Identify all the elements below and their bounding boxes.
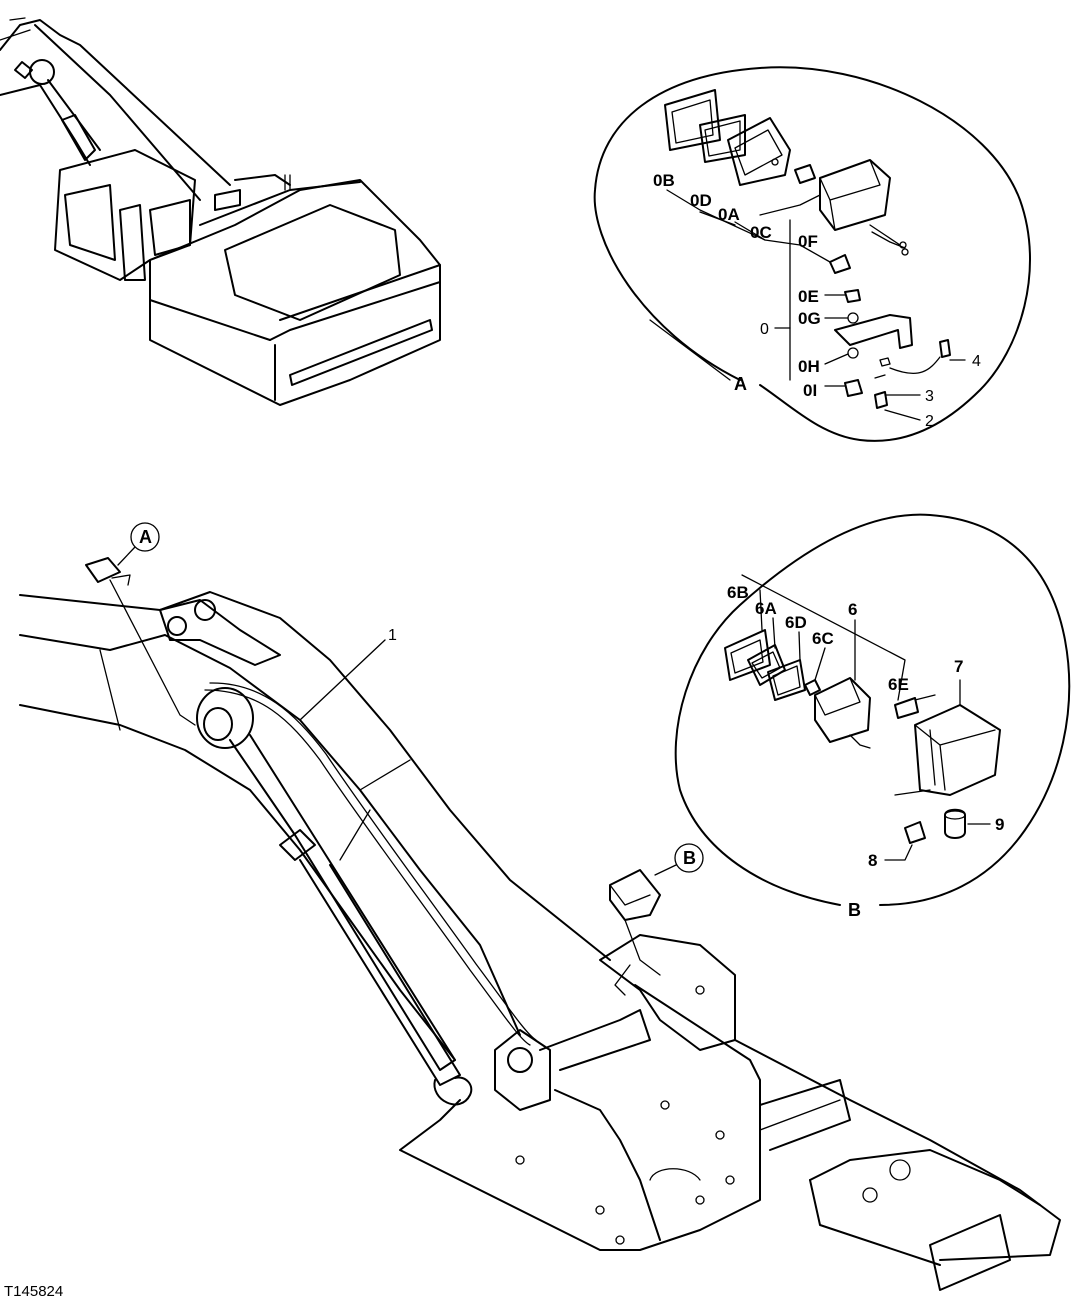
callout-b-letter: B <box>683 848 696 868</box>
detail-b-outline <box>674 513 1071 906</box>
label-0a: 0A <box>718 205 740 224</box>
bolt-6e <box>894 697 919 719</box>
label-0d: 0D <box>690 191 712 210</box>
lens-6a <box>747 644 786 686</box>
label-9: 9 <box>995 815 1004 834</box>
label-6d: 6D <box>785 613 807 632</box>
label-2: 2 <box>925 413 934 430</box>
label-0g: 0G <box>798 309 821 328</box>
nut-0e <box>844 289 861 303</box>
figure-id: T145824 <box>4 1283 63 1300</box>
callout-a-marker <box>130 522 160 552</box>
detail-a-outline <box>593 66 1031 442</box>
label-0i: 0I <box>803 381 817 400</box>
label-0c: 0C <box>750 223 772 242</box>
bulb-6c <box>804 679 821 696</box>
label-0h: 0H <box>798 357 820 376</box>
callout-b-marker <box>674 843 704 873</box>
boom-assembly: A B 1 <box>19 522 1061 1291</box>
label-6e: 6E <box>888 675 909 694</box>
gasket-6b <box>724 629 771 681</box>
label-7: 7 <box>954 657 963 676</box>
label-4: 4 <box>972 353 981 370</box>
bulb-0c <box>794 164 816 184</box>
lamp-6 <box>814 677 871 743</box>
detail-a: A <box>593 66 1031 442</box>
seal-0d <box>699 114 746 163</box>
lamp-body <box>819 159 891 231</box>
detail-b-letter: B <box>848 900 861 920</box>
label-0: 0 <box>760 321 769 338</box>
housing-7 <box>914 704 1001 796</box>
label-0e: 0E <box>798 287 819 306</box>
label-1: 1 <box>388 627 397 644</box>
label-8: 8 <box>868 851 877 870</box>
bracket <box>834 314 913 349</box>
label-0b: 0B <box>653 171 675 190</box>
bolt-8 <box>904 821 926 844</box>
label-0f: 0F <box>798 232 818 251</box>
label-6c: 6C <box>812 629 834 648</box>
seal-6d <box>767 659 806 701</box>
detail-a-letter: A <box>734 374 747 394</box>
label-3: 3 <box>925 388 934 405</box>
nut-0i <box>844 379 863 397</box>
callout-a-letter: A <box>139 527 152 547</box>
detail-b: B 6B 6A 6D 6C 6 6E <box>674 513 1071 920</box>
screw-0f <box>829 254 851 274</box>
label-6a: 6A <box>755 599 777 618</box>
grommet-9 <box>944 808 966 839</box>
label-6: 6 <box>848 600 857 619</box>
gasket-0b <box>664 89 721 151</box>
excavator-overview <box>0 17 441 406</box>
lens-0a <box>727 117 791 186</box>
label-6b: 6B <box>727 583 749 602</box>
